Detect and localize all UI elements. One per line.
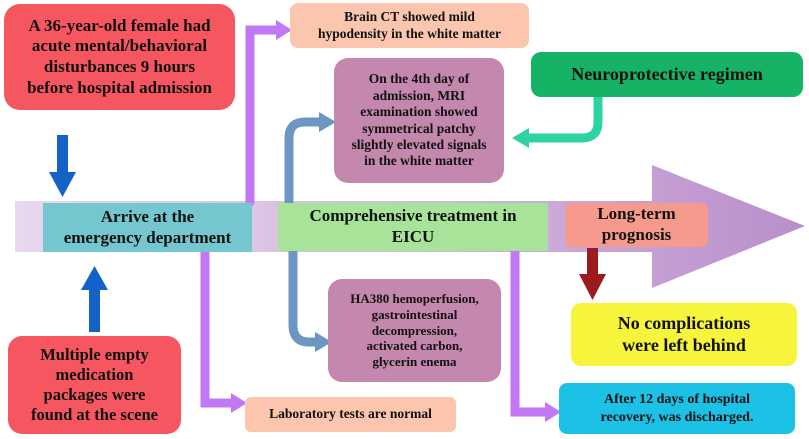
connector-to-ha380: [288, 247, 321, 347]
arrowhead-ct: [276, 20, 292, 40]
darkred-arrow-down: [579, 248, 606, 300]
neuroprotective-regimen-box: Neuroprotective regimen: [531, 52, 803, 97]
connector-to-mri: [284, 117, 325, 207]
connector-neuro-to-mri: [523, 93, 603, 143]
laboratory-tests-box: Laboratory tests are normal: [245, 397, 456, 432]
blue-arrow-down: [49, 135, 76, 197]
arrowhead-lab: [231, 393, 247, 413]
connector-to-lab: [200, 247, 237, 408]
connector-to-ct: [245, 25, 281, 207]
connector-to-discharge: [510, 247, 551, 417]
arrowhead-ha380: [315, 332, 332, 352]
blue-arrow-up: [81, 266, 108, 332]
arrowhead-discharge: [545, 402, 561, 422]
arrowhead-mri: [319, 112, 336, 132]
arrowhead-neuro: [512, 128, 529, 148]
